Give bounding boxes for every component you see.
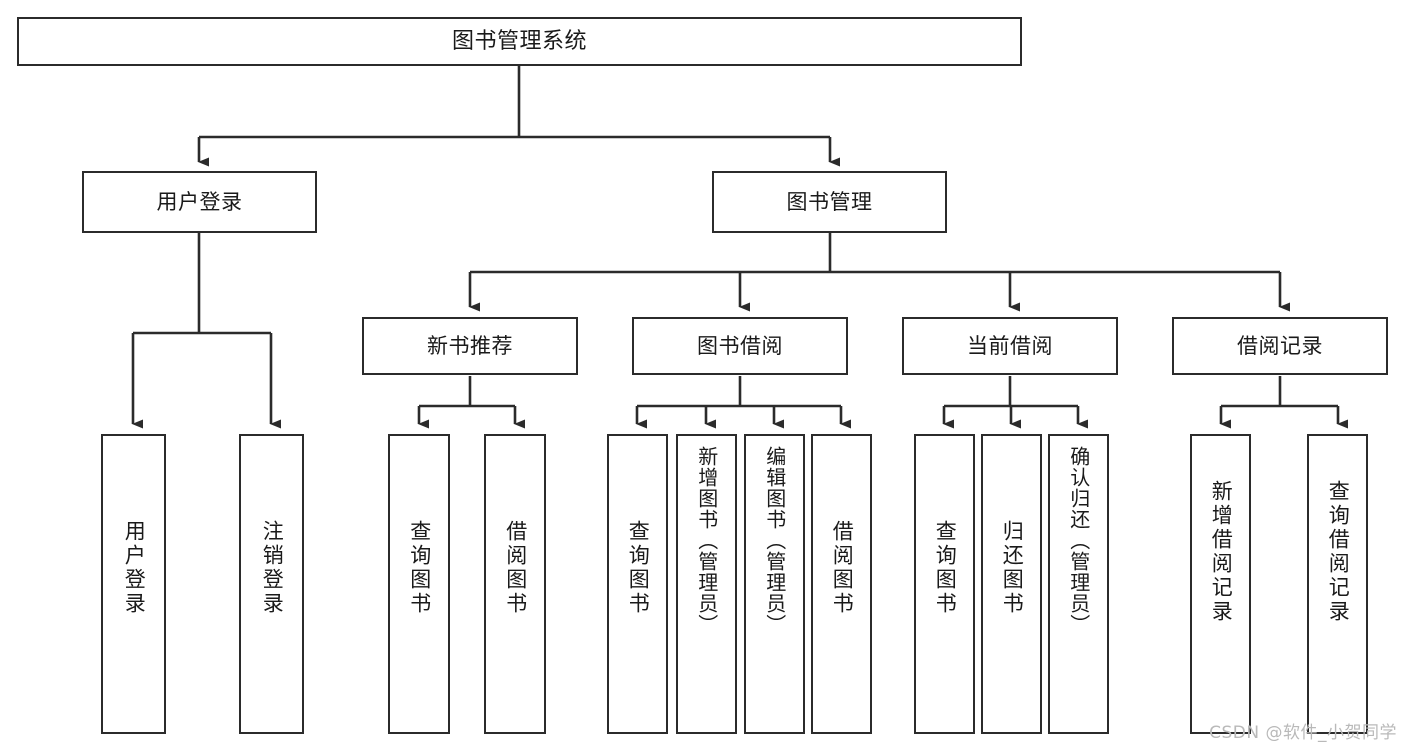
node-label: 编辑图书（管理员） <box>762 446 787 635</box>
node-label: 图书管理 <box>786 189 873 214</box>
node-label: 借阅记录 <box>1237 333 1323 358</box>
leaf-query-book-current[interactable]: 查询图书 <box>914 434 975 734</box>
leaf-return-book[interactable]: 归还图书 <box>981 434 1042 734</box>
leaf-edit-book-admin[interactable]: 编辑图书（管理员） <box>744 434 805 734</box>
leaf-query-book-borrow[interactable]: 查询图书 <box>607 434 668 734</box>
leaf-user-logout[interactable]: 注销登录 <box>239 434 304 734</box>
node-label: 图书借阅 <box>697 333 783 358</box>
node-label: 注销登录 <box>260 520 285 616</box>
node-book-borrow[interactable]: 图书借阅 <box>632 317 848 375</box>
leaf-query-borrow-record[interactable]: 查询借阅记录 <box>1307 434 1368 734</box>
node-borrow-record[interactable]: 借阅记录 <box>1172 317 1388 375</box>
node-book-management[interactable]: 图书管理 <box>712 171 947 233</box>
node-label: 确认归还（管理员） <box>1066 446 1091 635</box>
node-label: 借阅图书 <box>503 520 528 616</box>
node-root-system[interactable]: 图书管理系统 <box>17 17 1022 66</box>
node-label: 归还图书 <box>1000 520 1025 616</box>
node-label: 用户登录 <box>156 189 243 214</box>
node-label: 借阅图书 <box>830 520 855 616</box>
node-label: 查询借阅记录 <box>1326 480 1351 624</box>
node-user-login[interactable]: 用户登录 <box>82 171 317 233</box>
leaf-borrow-book-recommend[interactable]: 借阅图书 <box>484 434 546 734</box>
node-label: 新书推荐 <box>427 333 513 358</box>
node-current-borrow[interactable]: 当前借阅 <box>902 317 1118 375</box>
leaf-user-login[interactable]: 用户登录 <box>101 434 166 734</box>
leaf-add-borrow-record[interactable]: 新增借阅记录 <box>1190 434 1251 734</box>
node-label: 当前借阅 <box>967 333 1053 358</box>
node-label: 新增借阅记录 <box>1209 480 1234 624</box>
leaf-add-book-admin[interactable]: 新增图书（管理员） <box>676 434 737 734</box>
node-label: 查询图书 <box>626 520 651 616</box>
node-new-book-recommend[interactable]: 新书推荐 <box>362 317 578 375</box>
node-label: 用户登录 <box>122 520 147 616</box>
node-label: 查询图书 <box>407 520 432 616</box>
leaf-borrow-book[interactable]: 借阅图书 <box>811 434 872 734</box>
leaf-query-book-recommend[interactable]: 查询图书 <box>388 434 450 734</box>
node-label: 新增图书（管理员） <box>694 446 719 635</box>
leaf-confirm-return-admin[interactable]: 确认归还（管理员） <box>1048 434 1109 734</box>
node-label: 查询图书 <box>933 520 958 616</box>
node-label: 图书管理系统 <box>451 28 587 54</box>
csdn-watermark: CSDN @软件_小贺同学 <box>1209 723 1397 743</box>
